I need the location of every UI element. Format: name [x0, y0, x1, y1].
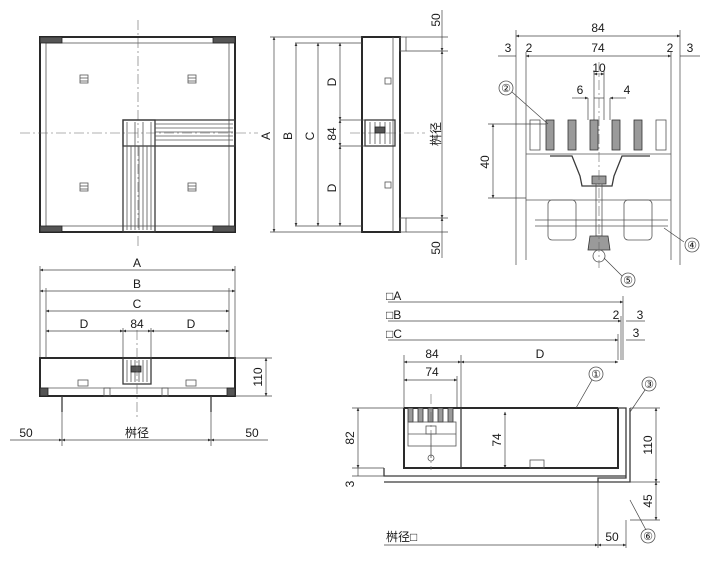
dim-w50: 50 — [605, 530, 619, 544]
dim-10: 10 — [592, 61, 606, 75]
offset-left: 50 — [19, 426, 33, 440]
dim-h110: 110 — [641, 435, 655, 454]
section-view-labels: □A □B □C 2 3 3 84 D 74 74 82 3 110 45 50… — [343, 289, 655, 544]
dim-h74: 74 — [490, 433, 504, 447]
side-view-labels: A B C D 84 D 50 桝径 50 — [259, 13, 443, 255]
callout-2: ② — [501, 83, 511, 95]
dim-84: 84 — [130, 317, 144, 331]
dim-r-2: 2 — [613, 308, 620, 322]
dim-a: A — [133, 256, 141, 270]
elevation-view — [10, 266, 272, 446]
callout-5: ⑤ — [623, 275, 633, 287]
dim-h45: 45 — [641, 494, 655, 508]
callout-1: ① — [591, 369, 601, 381]
dim-sq-b: □B — [386, 308, 401, 322]
size-label: 桝径 — [428, 122, 443, 146]
offset-top: 50 — [429, 13, 443, 27]
size-label: 桝径 — [125, 425, 149, 440]
section-view — [352, 296, 660, 548]
dim-sq-a: □A — [386, 289, 401, 303]
dim-d: D — [536, 347, 545, 361]
elevation-view-labels: A B C D 84 D 110 50 桝径 50 — [19, 256, 265, 440]
callout-6: ⑥ — [643, 531, 653, 543]
dim-2-right: 2 — [667, 41, 674, 55]
grate-detail — [488, 30, 700, 288]
callout-3: ③ — [644, 379, 654, 391]
dim-40: 40 — [478, 155, 492, 169]
dim-h3: 3 — [343, 480, 357, 487]
grate-detail-labels: 84 74 3 2 2 3 10 6 4 40 ② ④ ⑤ — [478, 21, 697, 287]
dim-c: C — [303, 131, 317, 140]
dim-b: B — [133, 277, 141, 291]
size-label: 桝径□ — [386, 529, 417, 544]
side-view — [270, 10, 448, 258]
dim-h82: 82 — [343, 431, 357, 445]
dim-110: 110 — [251, 367, 265, 386]
dim-c: C — [133, 297, 142, 311]
dim-w74: 74 — [425, 365, 439, 379]
dim-a: A — [259, 132, 273, 140]
dim-84-top: 84 — [591, 21, 605, 35]
dim-b: B — [281, 132, 295, 140]
dim-4: 4 — [624, 83, 631, 97]
dim-2-left: 2 — [526, 41, 533, 55]
offset-right: 50 — [245, 426, 259, 440]
dim-3-right: 3 — [687, 41, 694, 55]
dim-6: 6 — [577, 83, 584, 97]
dim-d-lower: D — [325, 183, 339, 192]
dim-d-right: D — [187, 317, 196, 331]
dim-sq-c: □C — [386, 327, 402, 341]
dim-84: 84 — [325, 127, 339, 141]
callout-4: ④ — [687, 240, 697, 252]
dim-r-3b: 3 — [633, 326, 640, 340]
dim-d-upper: D — [325, 77, 339, 86]
grate-vertical-arm — [122, 119, 156, 233]
dim-r-3a: 3 — [637, 308, 644, 322]
dim-w84: 84 — [425, 347, 439, 361]
dim-74-top: 74 — [591, 41, 605, 55]
dim-d-left: D — [80, 317, 89, 331]
offset-bottom: 50 — [429, 241, 443, 255]
plan-view — [20, 20, 258, 248]
dim-3-left: 3 — [505, 41, 512, 55]
